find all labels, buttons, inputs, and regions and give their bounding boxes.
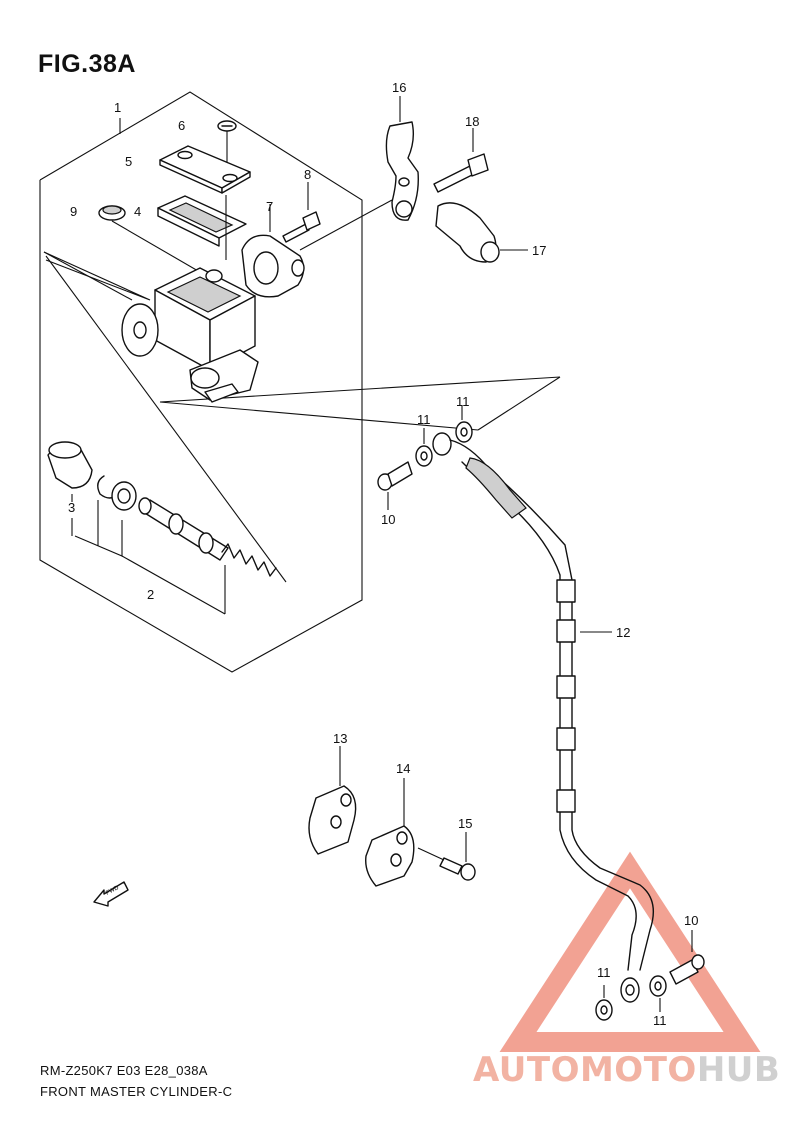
callout-2: 2 (147, 587, 154, 602)
callout-16: 16 (392, 80, 406, 95)
part-15-bolt (417, 832, 476, 881)
callout-6: 6 (178, 118, 185, 133)
part-3-boot (47, 441, 93, 489)
part-14-bracket (365, 778, 415, 887)
callout-12: 12 (616, 625, 630, 640)
part-5-cap (159, 145, 251, 194)
watermark-logo: AUTOMOTOHUB (473, 1050, 780, 1090)
part-2-piston (71, 494, 277, 615)
callout-11-b: 11 (456, 394, 470, 409)
callout-7: 7 (266, 199, 273, 214)
callout-4: 4 (134, 204, 141, 219)
callout-5: 5 (125, 154, 132, 169)
callout-10-top: 10 (381, 512, 395, 527)
callout-15: 15 (458, 816, 472, 831)
part-7-clamp (241, 204, 305, 298)
callout-18: 18 (465, 114, 479, 129)
part-4-diaphragm (157, 195, 247, 260)
part-8-bolt (282, 182, 321, 243)
part-13-bracket (308, 746, 357, 855)
part-11-washers-bottom (595, 975, 667, 1021)
part-18-bolt (433, 128, 489, 193)
part-16-lever (385, 96, 419, 221)
model-code: RM-Z250K7 E03 E28_038A (40, 1063, 208, 1078)
callout-numbers: 1 2 3 4 5 6 7 8 9 10 10 11 11 11 11 12 1… (68, 80, 698, 1028)
part-10-bolt-bottom (669, 930, 705, 985)
callout-8: 8 (304, 167, 311, 182)
watermark-part2: HUB (696, 1050, 781, 1090)
part-10-bolt-top (377, 461, 413, 510)
callout-3: 3 (68, 500, 75, 515)
callout-13: 13 (333, 731, 347, 746)
part-12-hose (432, 432, 654, 1003)
part-9-plate (98, 205, 206, 276)
callout-11-c: 11 (597, 965, 611, 980)
callout-1: 1 (114, 100, 121, 115)
snap-ring (97, 475, 137, 511)
callout-11-d: 11 (653, 1013, 667, 1028)
part-17-adjuster (435, 202, 528, 263)
callout-11-a: 11 (417, 412, 431, 427)
group-1-outline (39, 91, 561, 673)
callout-14: 14 (396, 761, 410, 776)
callout-9: 9 (70, 204, 77, 219)
figure-description: FRONT MASTER CYLINDER-C (40, 1084, 233, 1099)
watermark-part1: AUTOMOTO (473, 1050, 697, 1090)
callout-10-bottom: 10 (684, 913, 698, 928)
callout-17: 17 (532, 243, 546, 258)
figure-title: FIG.38A (38, 50, 136, 78)
part-11-washers-top (415, 406, 473, 467)
master-cylinder-body (121, 267, 259, 403)
fwd-arrow-icon: FWD (93, 881, 129, 907)
watermark-triangle (499, 851, 761, 1052)
